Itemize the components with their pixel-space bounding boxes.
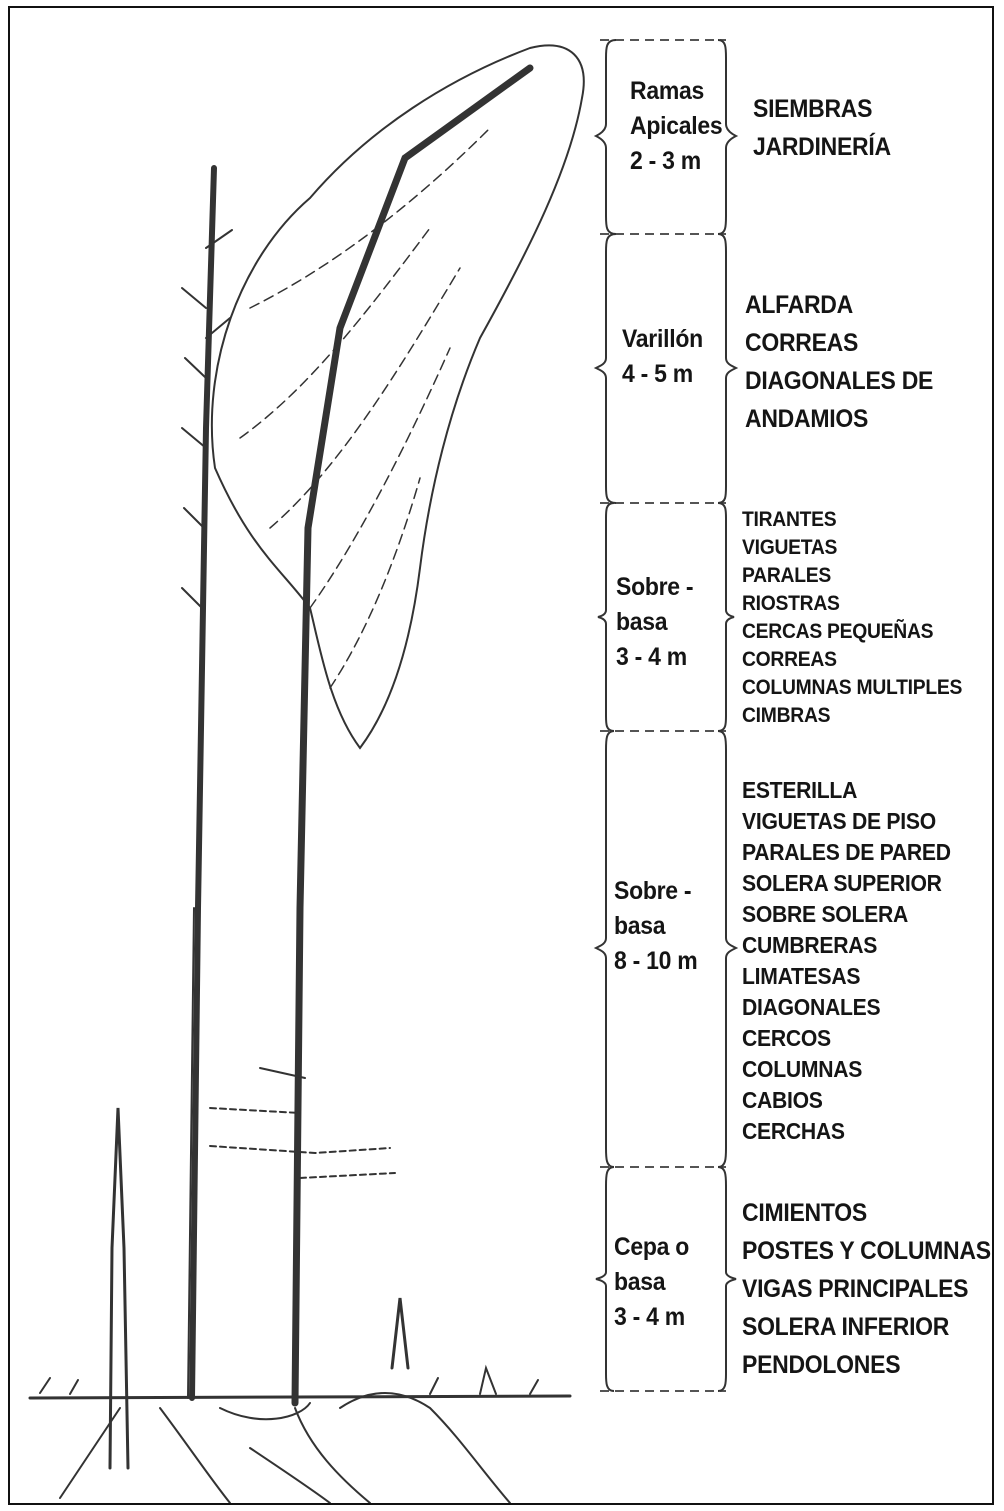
use-item: PENDOLONES: [742, 1346, 991, 1384]
use-item: PARALES DE PARED: [742, 837, 951, 868]
segment-label-line: Apicales: [630, 109, 722, 144]
segment-uses-cepa-basa: CIMIENTOS POSTES Y COLUMNAS VIGAS PRINCI…: [742, 1194, 991, 1384]
use-item: ALFARDA: [745, 286, 933, 324]
use-item: VIGUETAS DE PISO: [742, 806, 951, 837]
use-item: CUMBRERAS: [742, 930, 951, 961]
segment-label-line: 3 - 4 m: [614, 1300, 689, 1335]
segment-label-line: 3 - 4 m: [616, 640, 693, 675]
segment-uses-ramas-apicales: SIEMBRAS JARDINERÍA: [753, 90, 891, 166]
shoot-left: [110, 1108, 128, 1468]
foliage-canopy: [212, 45, 584, 748]
segment-label-cepa-basa: Cepa o basa 3 - 4 m: [614, 1230, 689, 1335]
segment-label-line: Cepa o: [614, 1230, 689, 1265]
use-item: JARDINERÍA: [753, 128, 891, 166]
segment-label-line: Sobre -: [614, 874, 697, 909]
use-item: LIMATESAS: [742, 961, 951, 992]
use-item: PARALES: [742, 562, 962, 590]
segment-label-varillon: Varillón 4 - 5 m: [622, 322, 703, 392]
segment-label-line: Sobre -: [616, 570, 693, 605]
segment-uses-sobre-basa-lower: ESTERILLA VIGUETAS DE PISO PARALES DE PA…: [742, 775, 951, 1147]
use-item: CABIOS: [742, 1085, 951, 1116]
use-item: VIGUETAS: [742, 534, 962, 562]
use-item: ANDAMIOS: [745, 400, 933, 438]
segment-uses-varillon: ALFARDA CORREAS DIAGONALES DE ANDAMIOS: [745, 286, 933, 438]
use-item: RIOSTRAS: [742, 590, 962, 618]
segment-label-sobre-basa-lower: Sobre - basa 8 - 10 m: [614, 874, 697, 979]
segment-uses-sobre-basa-upper: TIRANTES VIGUETAS PARALES RIOSTRAS CERCA…: [742, 506, 962, 730]
diagram-frame: Ramas Apicales 2 - 3 m SIEMBRAS JARDINER…: [8, 6, 994, 1505]
use-item: COLUMNAS MULTIPLES: [742, 674, 962, 702]
segment-label-line: Ramas: [630, 74, 722, 109]
segment-label-line: 2 - 3 m: [630, 144, 722, 179]
use-item: CERCHAS: [742, 1116, 951, 1147]
use-item: ESTERILLA: [742, 775, 951, 806]
use-item: SOBRE SOLERA: [742, 899, 951, 930]
segment-label-line: Varillón: [622, 322, 703, 357]
use-item: VIGAS PRINCIPALES: [742, 1270, 991, 1308]
segment-label-sobre-basa-upper: Sobre - basa 3 - 4 m: [616, 570, 693, 675]
use-item: CIMIENTOS: [742, 1194, 991, 1232]
segment-label-line: 8 - 10 m: [614, 944, 697, 979]
use-item: TIRANTES: [742, 506, 962, 534]
use-item: DIAGONALES DE: [745, 362, 933, 400]
use-item: CORREAS: [745, 324, 933, 362]
shoot-right: [392, 1298, 408, 1368]
ground-line: [30, 1396, 570, 1398]
use-item: SOLERA INFERIOR: [742, 1308, 991, 1346]
segment-label-ramas-apicales: Ramas Apicales 2 - 3 m: [630, 74, 722, 179]
use-item: CORREAS: [742, 646, 962, 674]
use-item: DIAGONALES: [742, 992, 951, 1023]
use-item: CERCAS PEQUEÑAS: [742, 618, 962, 646]
culm-left: [192, 168, 214, 1398]
segment-label-line: basa: [614, 909, 697, 944]
segment-label-line: basa: [616, 605, 693, 640]
use-item: CERCOS: [742, 1023, 951, 1054]
segment-label-line: basa: [614, 1265, 689, 1300]
use-item: CIMBRAS: [742, 702, 962, 730]
use-item: SOLERA SUPERIOR: [742, 868, 951, 899]
use-item: POSTES Y COLUMNAS: [742, 1232, 991, 1270]
use-item: COLUMNAS: [742, 1054, 951, 1085]
use-item: SIEMBRAS: [753, 90, 891, 128]
segment-label-line: 4 - 5 m: [622, 357, 703, 392]
culm-main: [295, 68, 530, 1403]
